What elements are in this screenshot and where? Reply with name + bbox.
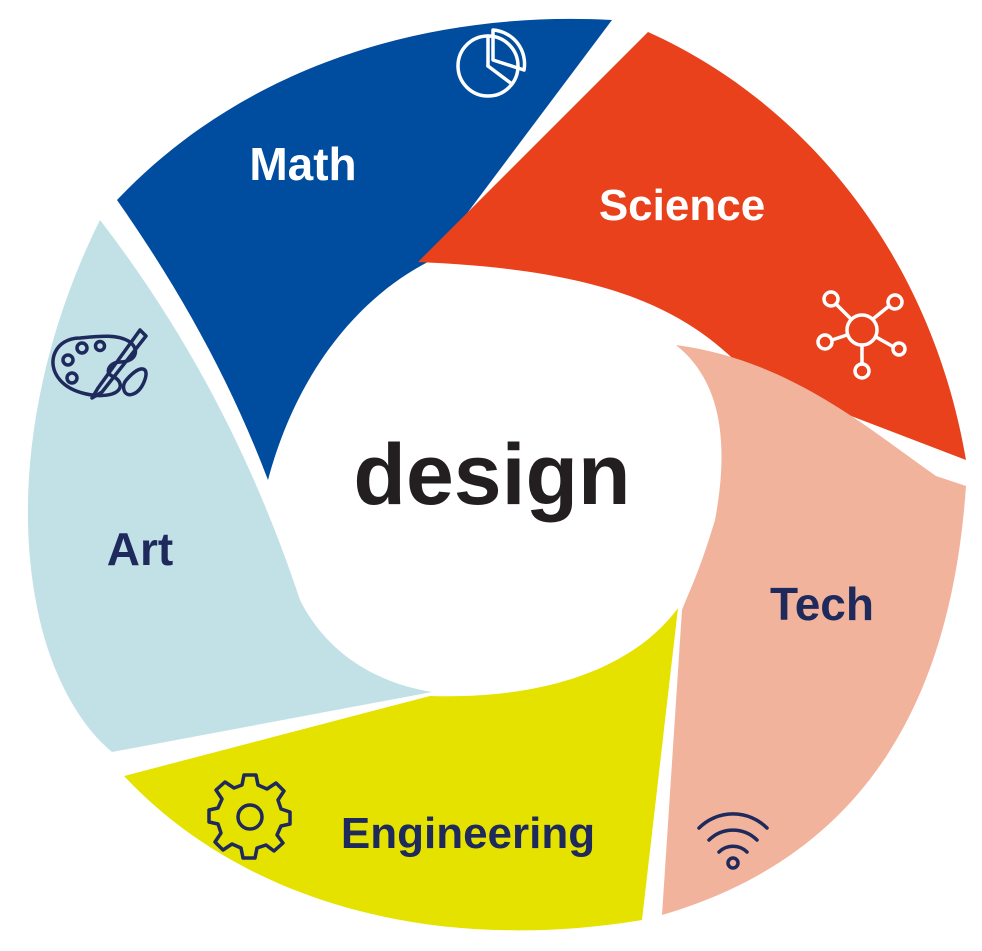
segment-engineering-label: Engineering (341, 809, 595, 858)
segment-tech: Tech (662, 345, 966, 915)
center-label: design (353, 427, 630, 523)
segment-math-shape (117, 18, 612, 480)
pie-chart-icon (456, 28, 527, 98)
gear-icon (207, 773, 292, 860)
wifi-icon (697, 812, 769, 870)
segment-tech-label: Tech (770, 578, 874, 630)
segment-art: Art (27, 220, 432, 752)
segment-science-shape (418, 32, 966, 460)
segment-art-label: Art (107, 523, 173, 575)
segment-engineering-shape (124, 608, 678, 931)
segment-science: Science (418, 32, 966, 460)
molecule-icon (816, 290, 907, 380)
segment-engineering: Engineering (124, 608, 678, 931)
palette-icon (51, 328, 148, 400)
segment-science-label: Science (599, 181, 765, 230)
segment-math: Math (117, 18, 612, 480)
segment-tech-shape (662, 345, 966, 915)
segment-art-shape (27, 220, 432, 752)
segment-math-label: Math (249, 138, 356, 190)
